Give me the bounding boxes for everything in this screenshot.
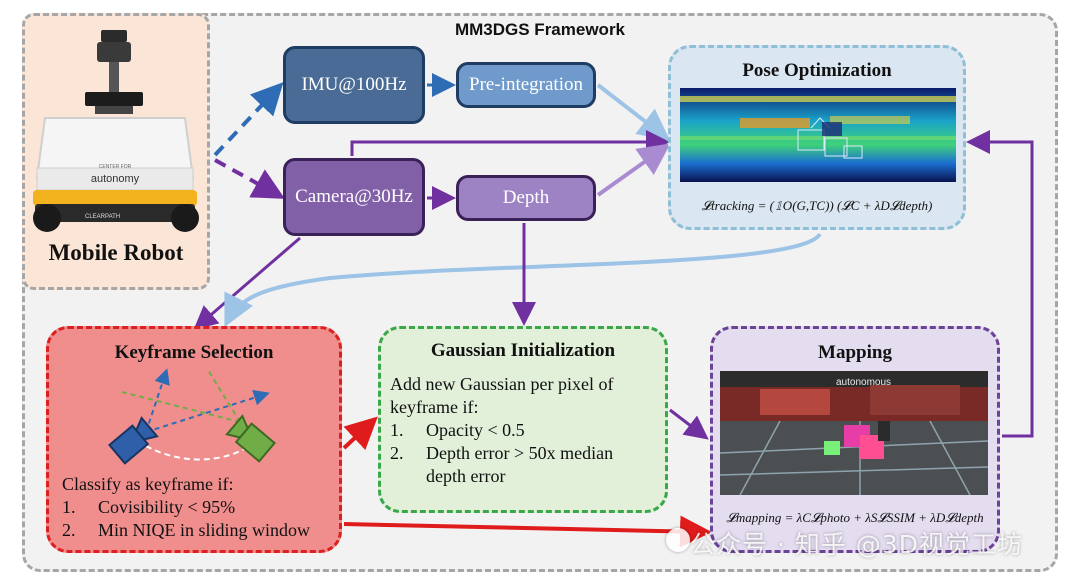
robot-base: [35, 204, 195, 222]
gaussian-criterion-2-num: 2.: [390, 443, 404, 463]
arrow-robot-imu: [213, 82, 284, 157]
keyframe-criterion-2-num: 2.: [62, 520, 76, 540]
gaussian-criterion-1-text: Opacity < 0.5: [426, 420, 525, 440]
arrow-mapping-pose: [966, 130, 1034, 438]
gaussian-criterion-1-num: 1.: [390, 420, 404, 440]
tracking-loss-formula: 𝓛tracking = (𝟙O(G,TC)) (𝓛C + λD𝓛depth): [701, 198, 933, 213]
arrow-robot-camera: [214, 158, 285, 199]
robot-base-brand: CLEARPATH: [85, 214, 120, 220]
framework-title: MM3DGS Framework: [454, 20, 626, 39]
keyframe-criterion-1-num: 1.: [62, 497, 76, 517]
wechat-watermark-icon: [666, 528, 690, 552]
keyframe-selection-title: Keyframe Selection: [114, 342, 274, 363]
preintegration-node: Pre-integration: [456, 62, 596, 108]
keyframe-selection-box: [46, 326, 342, 553]
gaussian-intro-line1: Add new Gaussian per pixel of: [390, 374, 614, 394]
arrow-keyframe-mapping: [343, 515, 712, 548]
pose-pointcloud-image: [680, 88, 956, 182]
gaussian-criteria: Add new Gaussian per pixel of keyframe i…: [390, 373, 662, 488]
arrow-camera-keyframe: [193, 236, 301, 330]
keyframe-criterion-1-text: Covisibility < 95%: [98, 497, 236, 517]
wheel-left: [33, 204, 61, 232]
lidar-top: [101, 30, 127, 42]
camera-node: Camera@30Hz: [283, 158, 425, 236]
camera-mount: [85, 92, 143, 106]
robot-illustration: CENTER FOR autonomy CLEARPATH: [33, 30, 199, 232]
arrow-gaussian-mapping: [669, 408, 709, 440]
gaussian-intro-line2: keyframe if:: [390, 397, 479, 417]
lidar-body: [97, 42, 131, 62]
scene-sign: autonomous: [836, 377, 891, 388]
mapping-title: Mapping: [818, 342, 892, 363]
gaussian-criterion-2: 2. Depth error > 50x median: [390, 442, 662, 465]
arrow-preint-pose: [596, 83, 671, 141]
depth-node: Depth: [456, 175, 596, 221]
robot-label: Mobile Robot: [48, 240, 184, 265]
mast: [109, 62, 119, 92]
gaussian-initialization-box: [378, 326, 668, 513]
arrow-pose-keyframe: [224, 232, 822, 328]
gaussian-criterion-1: 1. Opacity < 0.5: [390, 419, 662, 442]
keyframe-criterion-2-text: Min NIQE in sliding window: [98, 520, 311, 540]
green-camera-icon: [225, 414, 276, 463]
keyframe-criteria: Classify as keyframe if: 1. Covisibility…: [62, 473, 338, 542]
keyframe-criterion-1: 1. Covisibility < 95%: [62, 496, 338, 519]
wheel-right: [171, 204, 199, 232]
pose-optimization-title: Pose Optimization: [742, 60, 892, 81]
blue-camera-icon: [108, 416, 159, 465]
gaussian-criterion-2-text: Depth error > 50x median: [426, 443, 614, 463]
mapping-loss-formula: 𝓛mapping = λC𝓛photo + λS𝓛SSIM + λD𝓛depth: [726, 510, 984, 525]
imu-node: IMU@100Hz: [283, 46, 425, 124]
robot-bumper: [33, 190, 197, 206]
arrow-keyframe-gaussian: [342, 416, 378, 451]
watermark-text: 公众号 · 知乎 @3D视觉工坊: [690, 530, 1023, 559]
keyframe-camera-illustration: [108, 368, 276, 465]
gaussian-criterion-2-continued: depth error: [426, 466, 506, 486]
gaussian-initialization-title: Gaussian Initialization: [430, 340, 616, 361]
arrow-depth-pose: [596, 143, 671, 197]
keyframe-intro: Classify as keyframe if:: [62, 474, 234, 494]
arrow-camera-pose: [350, 130, 670, 156]
mapping-scene-image: autonomous: [720, 371, 988, 495]
robot-brand: autonomy: [91, 173, 140, 185]
keyframe-criterion-2: 2. Min NIQE in sliding window: [62, 519, 338, 542]
robot-brand-small: CENTER FOR: [99, 164, 132, 170]
